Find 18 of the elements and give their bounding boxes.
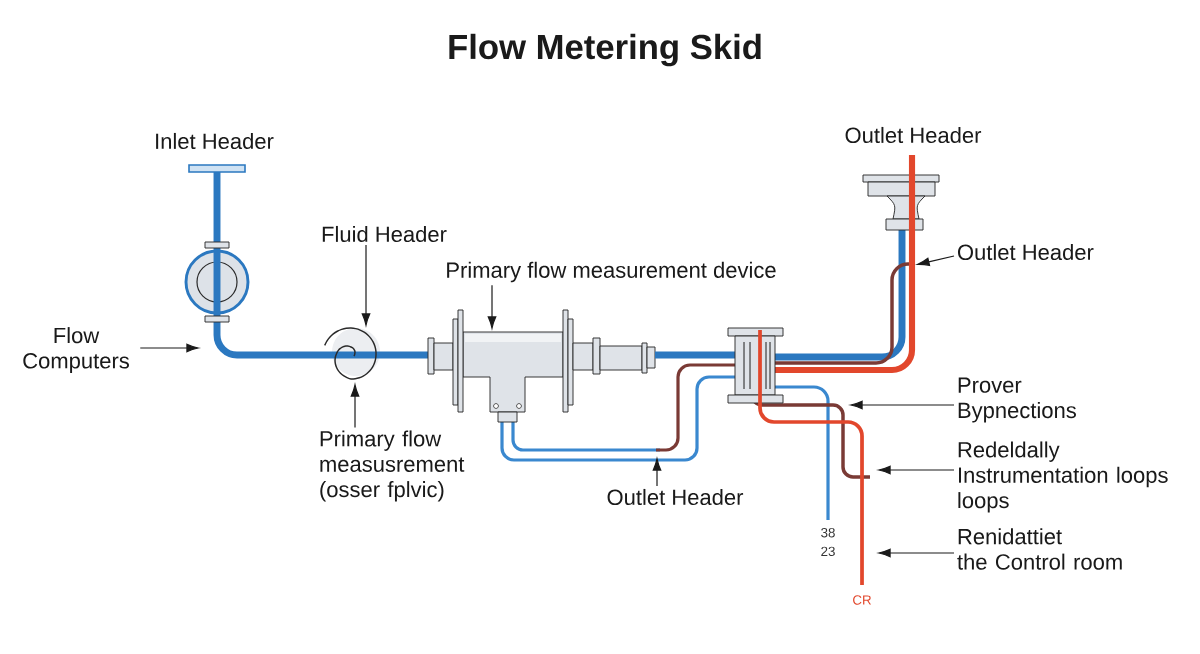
part-label: Outlet Header (845, 126, 982, 144)
callout-label: Primary flow measusrement (osser fplvic) (320, 430, 465, 502)
callout-label: Outlet Header (958, 243, 1094, 261)
pipe-tag: 38 23 (821, 527, 835, 557)
callout-label: Redeldally Instrumentation loops loops (958, 441, 1168, 513)
leader-line (139, 343, 199, 353)
leader-line (652, 458, 662, 487)
pipe-tag: CR (853, 595, 871, 605)
leader-line (878, 465, 955, 475)
leader-line (917, 255, 955, 267)
part-label: Inlet Header (156, 132, 274, 150)
callout-label: Renidattiet the Control room (957, 528, 1122, 570)
leader-line (878, 548, 955, 558)
callout-label: Prover Bypnections (958, 377, 1076, 423)
callout-label: Flow Computers (23, 327, 129, 373)
title: Flow Metering Skid (449, 33, 761, 67)
callout-label: Outlet Header (607, 488, 744, 506)
leader-line (850, 400, 955, 410)
